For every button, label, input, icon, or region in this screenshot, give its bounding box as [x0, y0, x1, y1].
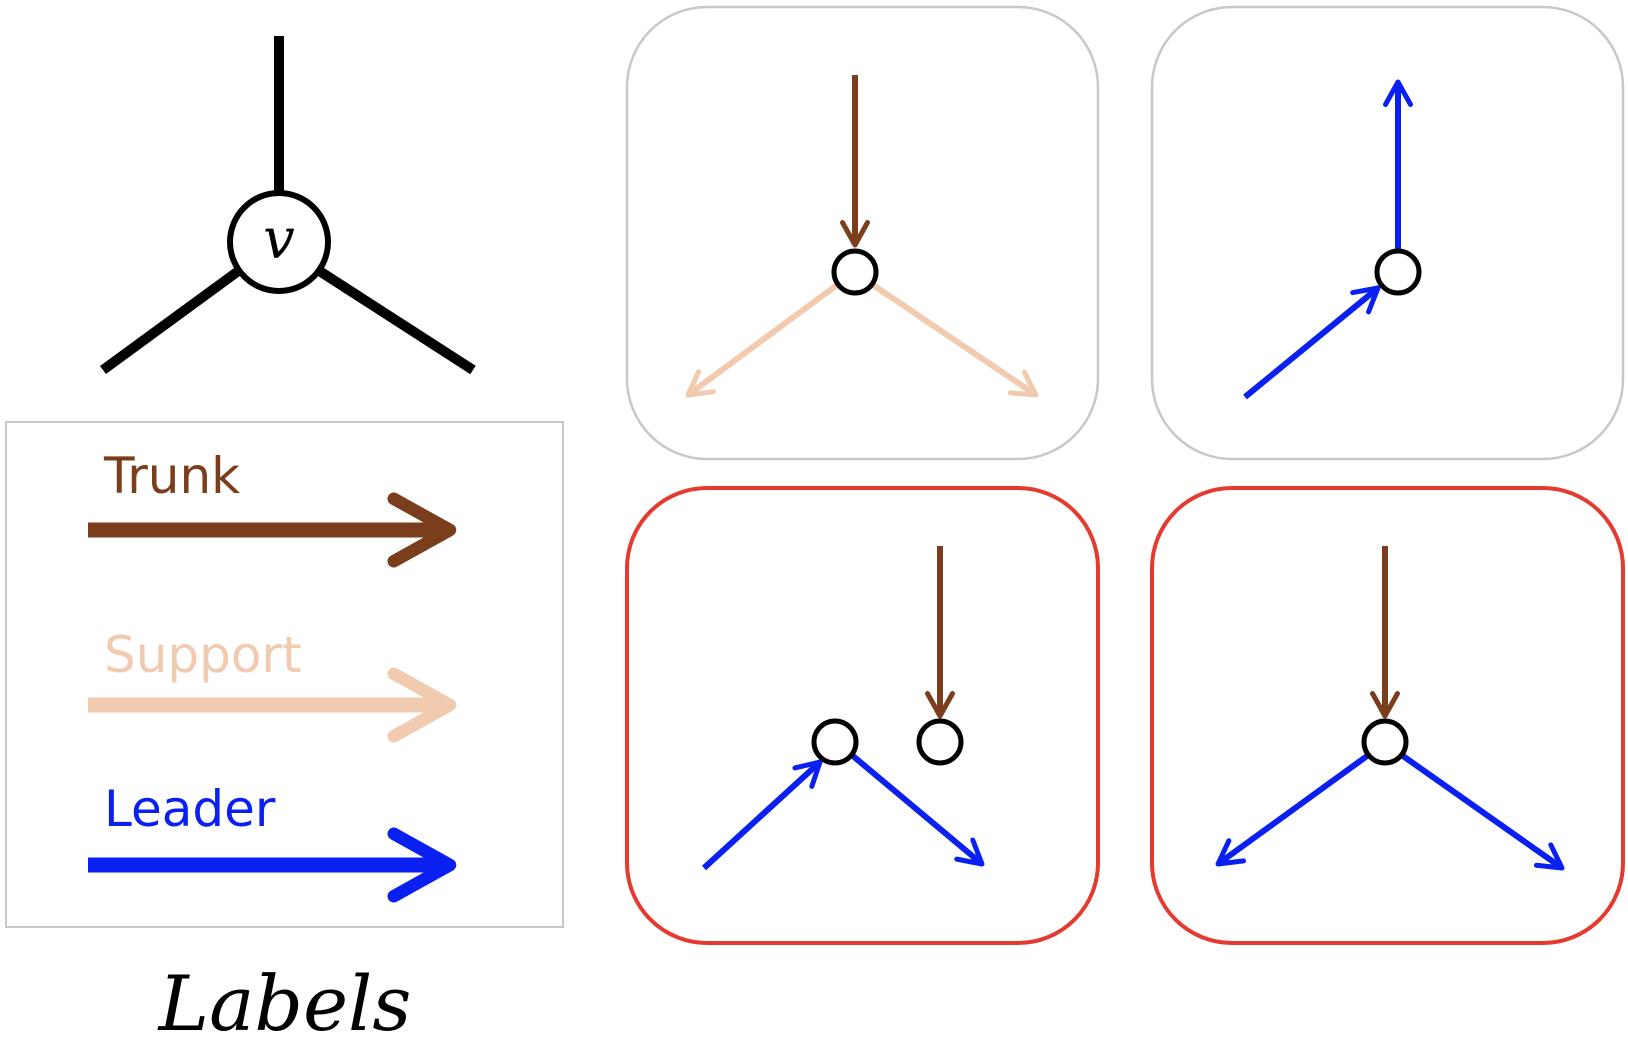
leader-arrow-out	[851, 753, 985, 867]
support-arrow-right	[871, 282, 1039, 398]
node-left	[811, 718, 859, 766]
node	[1361, 718, 1409, 766]
vertex-edge-right	[318, 267, 476, 375]
panel-frame	[625, 486, 1100, 945]
panel-frame	[625, 5, 1100, 461]
panel-frame	[1150, 486, 1625, 945]
panel-trunk-support	[625, 5, 1100, 461]
legend: Trunk Support Leader	[5, 421, 564, 928]
vertex-label: v	[263, 207, 295, 272]
legend-frame	[5, 421, 564, 928]
node	[831, 248, 879, 296]
panel-frame	[1150, 5, 1625, 461]
leader-arrow-left	[1215, 753, 1369, 867]
leader-arrow-in	[701, 759, 823, 871]
legend-support-label: Support	[104, 626, 302, 684]
panel-leader-pass	[625, 486, 1100, 945]
vertex-edge-left	[100, 267, 240, 375]
vertex-diagram: v	[100, 36, 476, 375]
panel-trunk-leaders	[1150, 486, 1625, 945]
node-right	[916, 718, 964, 766]
legend-leader-label: Leader	[104, 780, 276, 838]
support-arrow-left	[685, 282, 839, 398]
vertex-node	[227, 190, 331, 294]
legend-trunk-label: Trunk	[103, 447, 240, 505]
caption: Labels	[157, 959, 412, 1038]
node	[1374, 248, 1422, 296]
leader-arrow-right	[1401, 753, 1565, 871]
panel-leader-up	[1150, 5, 1625, 461]
leader-arrow-in	[1243, 285, 1381, 400]
